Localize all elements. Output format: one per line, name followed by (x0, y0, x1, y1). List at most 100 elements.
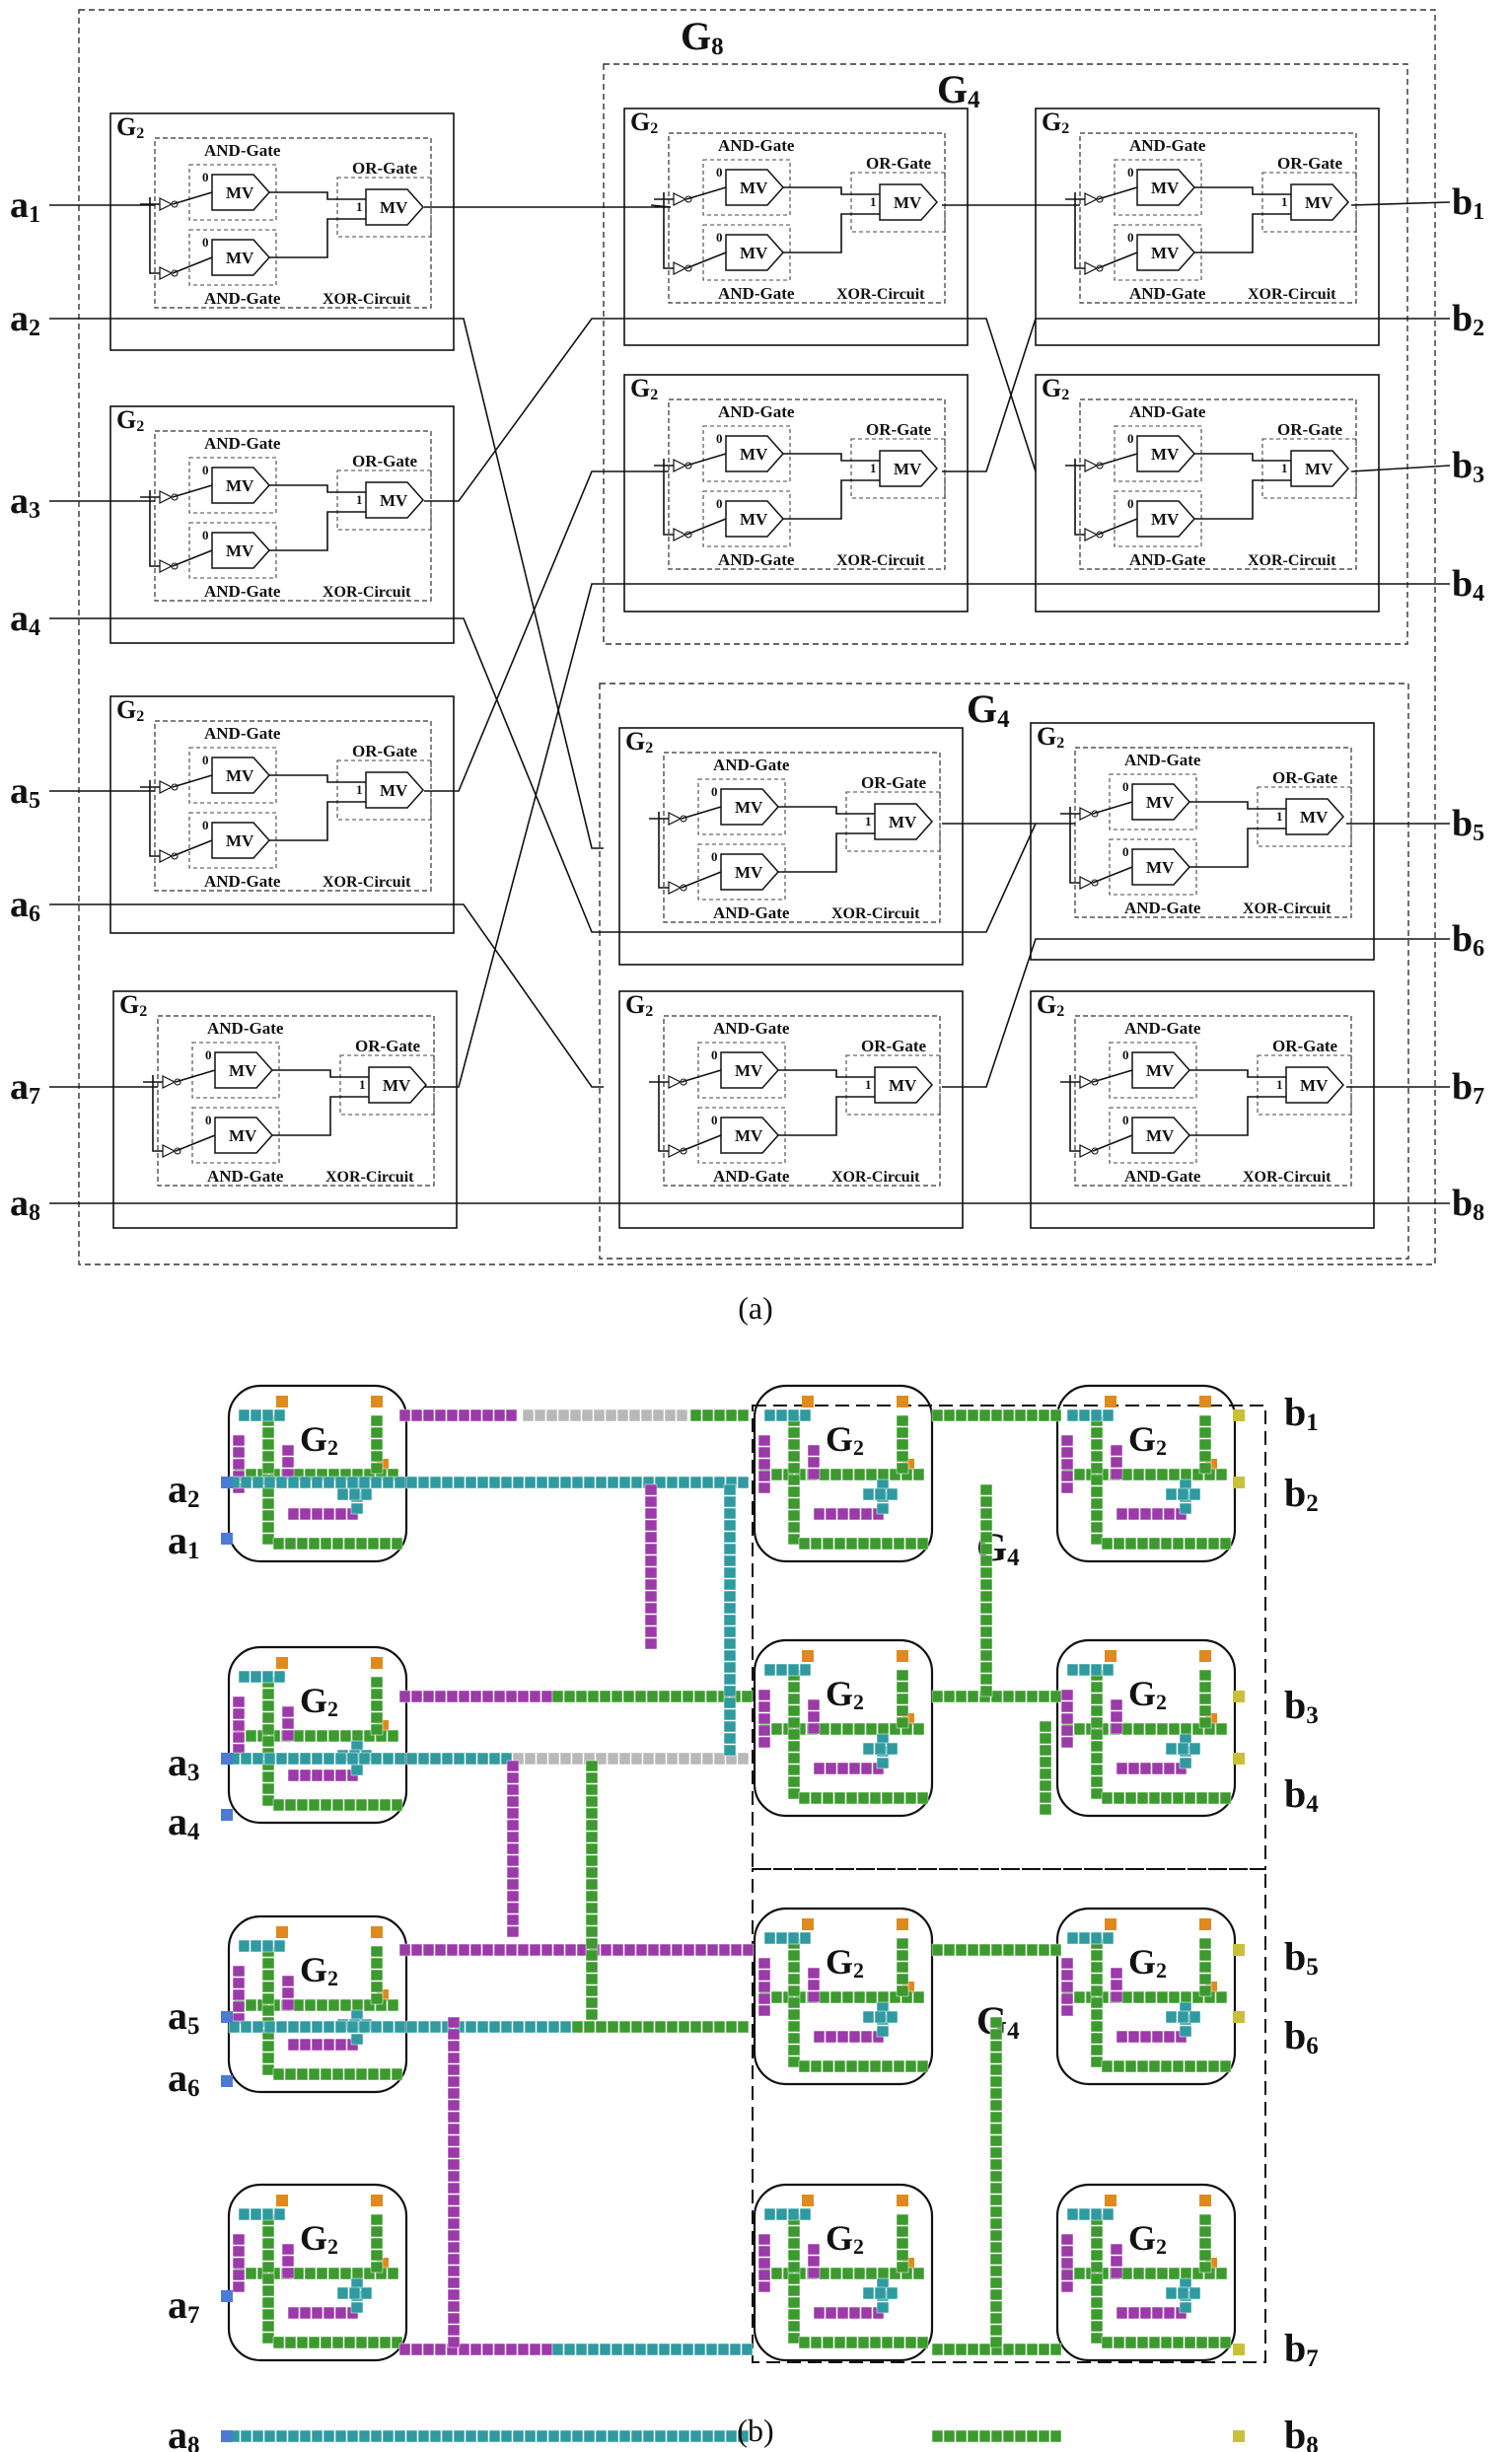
qca-cell (757, 2280, 771, 2293)
const-one: 1 (865, 814, 872, 829)
qca-cell (723, 1614, 737, 1626)
qca-wire-3b (551, 1690, 754, 1703)
qca-cell (978, 1408, 991, 1422)
qca-cell (1198, 1704, 1212, 1717)
qca-cell (370, 2225, 384, 2238)
qca-cell (281, 2255, 295, 2268)
qca-cell (652, 1408, 665, 1422)
qca-cell (585, 2008, 599, 2021)
wire-and-to-or-top (778, 806, 875, 815)
qca-cell (1127, 2306, 1140, 2320)
qca-cell (382, 2020, 395, 2034)
qca-cell (1124, 1537, 1137, 1551)
qca-cell (886, 1487, 899, 1501)
wire-inv-bottom (172, 839, 213, 857)
qca-cell (836, 2306, 849, 2320)
qca-cell (481, 1943, 494, 1957)
qca-cell (1198, 1681, 1212, 1694)
qca-cell (585, 1937, 599, 1950)
qca-cell (1139, 2030, 1152, 2044)
qca-cell (1177, 1487, 1189, 1501)
qca-cell (622, 1690, 635, 1703)
or-gate-label: OR-Gate (352, 742, 418, 760)
qca-cell (292, 2267, 305, 2280)
qca-bottom-purple (287, 2038, 359, 2052)
qca-cell (818, 2267, 830, 2280)
qca-input-label-4: a4 (168, 1799, 200, 1845)
qca-cell (682, 2343, 694, 2356)
qca-cell (845, 1537, 858, 1551)
qca-cell (787, 2249, 801, 2262)
qca-cell (453, 2429, 466, 2443)
qca-cell (889, 2267, 901, 2280)
qca-cell (737, 1752, 750, 1766)
qca-cell (1060, 1957, 1074, 1970)
qca-cell (331, 1537, 344, 1551)
qca-cell (787, 1775, 801, 1788)
qca-cell (334, 2038, 347, 2052)
qca-cell (1120, 1468, 1133, 1481)
qca-cell (822, 1537, 834, 1551)
qca-bottom-purple (813, 1762, 885, 1775)
qca-cell (1060, 2280, 1074, 2293)
qca-cell (1090, 2308, 1104, 2321)
qca-out-line (798, 1791, 929, 1805)
qca-cell (1090, 1931, 1103, 1945)
qca-cell (807, 1456, 821, 1469)
qca-cell (763, 2207, 776, 2221)
qca-cell (493, 2343, 506, 2356)
qca-cell (585, 1760, 599, 1772)
g2-block-d2: G2MVMVMV001AND-GateAND-GateOR-GateXOR-Ci… (1035, 374, 1380, 613)
qca-cell (841, 1722, 854, 1736)
qca-cell (358, 2020, 371, 2034)
qca-cell (787, 1462, 801, 1475)
qca-cell (311, 2306, 324, 2320)
qca-cell (787, 2296, 801, 2309)
wire-c2-out (942, 318, 1450, 472)
wire-branch (152, 1075, 163, 1152)
input-label-3: a3 (10, 480, 40, 524)
qca-cell (1039, 1732, 1052, 1745)
qca-cell (1184, 1791, 1196, 1805)
qca-cell (575, 2343, 588, 2356)
qca-cell (370, 2237, 384, 2250)
qca-cell (757, 1992, 771, 2005)
qca-cell (346, 1476, 359, 1489)
qca-cell (1195, 2336, 1208, 2349)
qca-output-label-8: b8 (1284, 2413, 1319, 2452)
qca-cell (1191, 1722, 1204, 1736)
and-gate-label-bottom: AND-Gate (718, 550, 795, 569)
qca-cell (346, 2020, 359, 2034)
qca-cell (723, 1578, 737, 1591)
qca-cell (757, 1458, 771, 1471)
qca-cell (391, 2067, 403, 2081)
qca-out-line (1101, 1537, 1232, 1551)
qca-g2-tile-10: G2 (1055, 1638, 1237, 1818)
qca-cell (729, 2343, 742, 2356)
qca-cell (261, 1969, 275, 1982)
qca-cell (261, 1438, 275, 1451)
qca-cell (1151, 2306, 1164, 2320)
mv-label: MV (229, 1061, 257, 1080)
qca-cell (1039, 1767, 1052, 1780)
qca-cell (281, 1729, 295, 1742)
qca-cell (1163, 2030, 1176, 2044)
const-zero-top: 0 (1122, 779, 1129, 794)
qca-cell (263, 2020, 276, 2034)
qca-output-pad-8 (1233, 2430, 1245, 2442)
qca-cell (506, 1878, 520, 1891)
qca-cell (585, 1842, 599, 1855)
qca-cell (1195, 2059, 1208, 2073)
qca-cell (1116, 1762, 1128, 1775)
qca-cell (540, 1690, 553, 1703)
qca-vertical (1090, 1669, 1104, 1800)
const-zero-top: 0 (202, 463, 209, 477)
qca-cell (240, 2020, 252, 2034)
qca-cell (261, 2296, 275, 2309)
qca-cell (261, 1770, 275, 1783)
qca-mid-teal (862, 1742, 899, 1756)
qca-cell (447, 2241, 461, 2254)
qca-cell (1090, 2320, 1104, 2333)
qca-cell (308, 2336, 321, 2349)
mv-label: MV (1300, 1076, 1329, 1095)
